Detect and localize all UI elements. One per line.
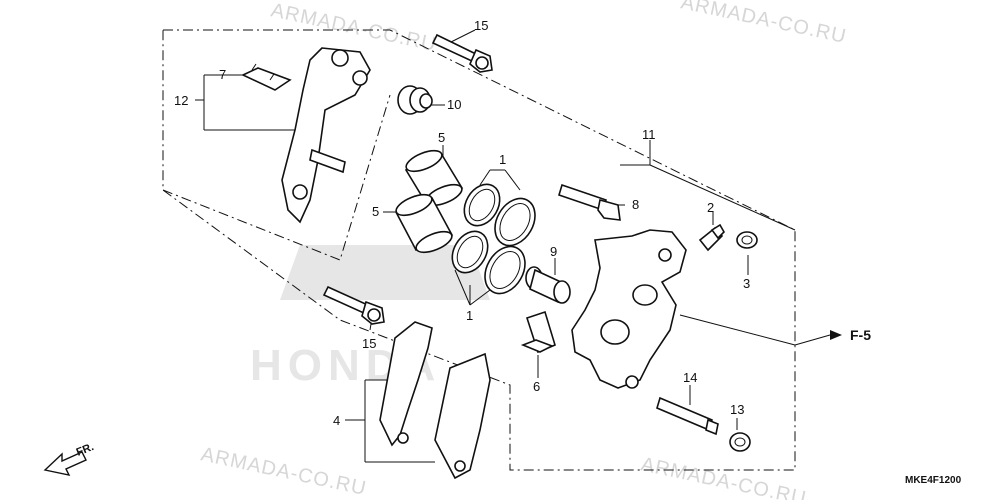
pin-plug[interactable] bbox=[729, 432, 751, 452]
callout-6: 6 bbox=[533, 379, 540, 394]
callout-10: 10 bbox=[447, 97, 461, 112]
slide-pin[interactable] bbox=[558, 183, 621, 221]
watermark-top-right: ARMADA-CO.RU bbox=[679, 0, 849, 48]
callout-12: 12 bbox=[174, 93, 188, 108]
seal-set-upper[interactable] bbox=[457, 178, 543, 253]
callout-5-upper: 5 bbox=[438, 130, 445, 145]
piston-lower[interactable] bbox=[393, 190, 454, 256]
callout-8: 8 bbox=[632, 197, 639, 212]
callout-15-lower: 15 bbox=[362, 336, 376, 351]
watermark-bottom-right: ARMADA-CO.RU bbox=[639, 453, 809, 500]
arrow-right-icon bbox=[830, 330, 842, 340]
bracket-assembly-outline bbox=[162, 94, 391, 261]
reference-label[interactable]: F-5 bbox=[850, 327, 871, 343]
brake-pad-rear[interactable] bbox=[434, 352, 491, 480]
callout-15-upper: 15 bbox=[474, 18, 488, 33]
callout-3: 3 bbox=[743, 276, 750, 291]
callout-14: 14 bbox=[683, 370, 697, 385]
callout-1-upper: 1 bbox=[499, 152, 506, 167]
seal-set-lower[interactable] bbox=[445, 225, 533, 301]
boot[interactable] bbox=[397, 85, 433, 115]
direction-label: FR. bbox=[75, 441, 96, 459]
callout-7: 7 bbox=[219, 67, 226, 82]
watermarks: ARMADA-CO.RU ARMADA-CO.RU ARMADA-CO.RU A… bbox=[199, 0, 849, 500]
caliper-body[interactable] bbox=[571, 229, 687, 389]
callout-9: 9 bbox=[550, 244, 557, 259]
callout-2: 2 bbox=[707, 200, 714, 215]
pad-spring[interactable] bbox=[241, 63, 292, 91]
callouts: 15 7 12 10 5 11 1 8 5 2 9 3 1 15 14 6 13… bbox=[174, 18, 750, 428]
callout-11: 11 bbox=[642, 127, 656, 142]
bolt-lower[interactable] bbox=[322, 285, 385, 325]
bleeder-cap[interactable] bbox=[736, 231, 758, 249]
pin-boot[interactable] bbox=[525, 266, 571, 304]
callout-5-lower: 5 bbox=[372, 204, 379, 219]
callout-1-lower: 1 bbox=[466, 308, 473, 323]
honda-wing-shape bbox=[280, 245, 490, 300]
callout-4: 4 bbox=[333, 413, 340, 428]
bleeder-valve[interactable] bbox=[698, 223, 725, 252]
drawing-code: MKE4F1200 bbox=[905, 475, 962, 486]
caliper-bracket[interactable] bbox=[281, 47, 371, 224]
caliper-assembly-outline bbox=[162, 29, 796, 471]
piston-upper[interactable] bbox=[403, 146, 464, 209]
pad-retainer[interactable] bbox=[520, 310, 556, 354]
pad-pin[interactable] bbox=[656, 396, 719, 436]
arrow-front-icon bbox=[43, 451, 87, 476]
reference-f5[interactable]: F-5 bbox=[830, 327, 871, 343]
bolt-upper[interactable] bbox=[431, 33, 493, 73]
brake-pad-front[interactable] bbox=[379, 321, 433, 447]
callout-13: 13 bbox=[730, 402, 744, 417]
watermark-top-left: ARMADA-CO.RU bbox=[269, 0, 439, 56]
watermark-bottom-left: ARMADA-CO.RU bbox=[199, 443, 369, 500]
front-direction-indicator: FR. bbox=[43, 441, 96, 476]
